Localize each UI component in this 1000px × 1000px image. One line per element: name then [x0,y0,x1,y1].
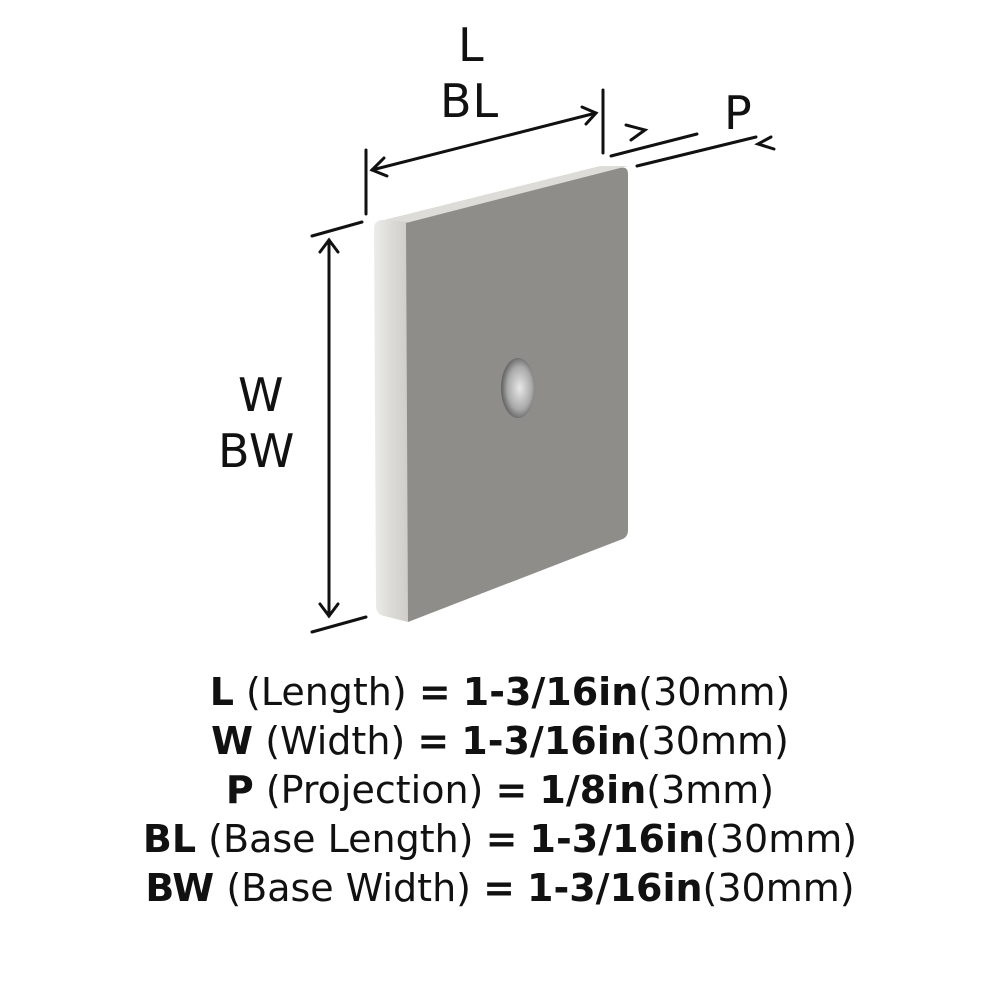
plate-top-edge [376,166,628,224]
label-length: L [458,18,485,72]
label-width: W [238,368,285,422]
label-projection: P [724,86,753,140]
spec-base-length: BL (Base Length) = 1-3/16in(30mm) [142,817,858,861]
dimension-diagram: L BL P W BW [218,18,776,634]
spec-projection: P (Projection) = 1/8in(3mm) [225,768,775,812]
mounting-hole [501,358,535,418]
backplate-illustration [310,88,776,634]
spec-width: W (Width) = 1-3/16in(30mm) [211,719,789,763]
spec-length: L (Length) = 1-3/16in(30mm) [209,670,791,714]
dimension-specs: L (Length) = 1-3/16in(30mm) W (Width) = … [0,668,1000,913]
label-base-width: BW [218,424,296,478]
plate-side-edge [374,220,408,622]
label-base-length: BL [440,74,500,128]
spec-base-width: BW (Base Width) = 1-3/16in(30mm) [145,866,855,910]
